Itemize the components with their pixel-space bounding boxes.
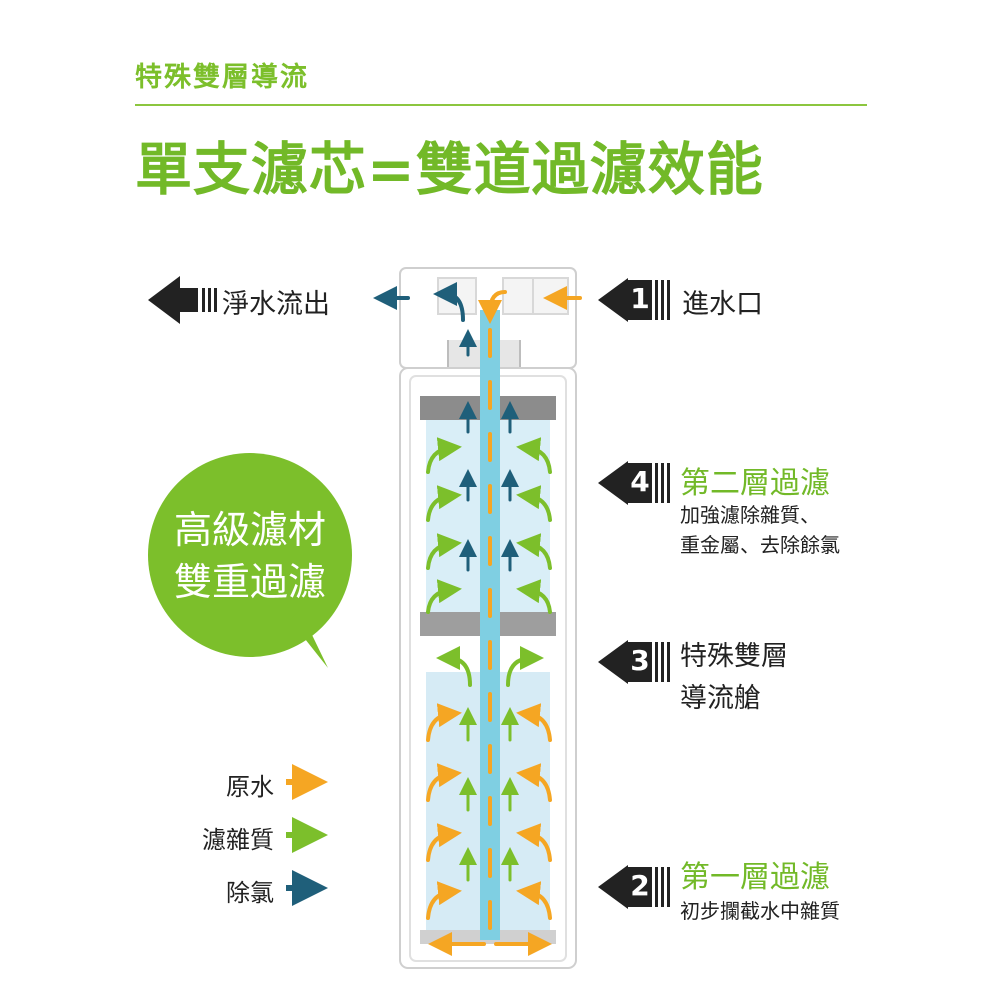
layer2-title: 第二層過濾 xyxy=(680,466,830,501)
outlet-pointer-icon xyxy=(148,276,217,324)
central-tube xyxy=(480,310,500,940)
layer1-pointer-icon xyxy=(598,865,670,909)
layer2-desc-line2: 重金屬、去除餘氯 xyxy=(680,533,840,557)
chamber-title-line2: 導流艙 xyxy=(680,683,761,714)
inlet-pointer-icon xyxy=(598,278,670,322)
chamber-title-line1: 特殊雙層 xyxy=(680,641,788,672)
layer2-pointer-icon xyxy=(598,461,670,505)
chamber-pointer-icon xyxy=(598,640,670,684)
bubble-line1: 高級濾材 xyxy=(173,508,326,552)
title-divider xyxy=(135,104,867,106)
layer1-number: 2 xyxy=(630,869,650,902)
legend-chlorine: 除氯 xyxy=(226,879,274,907)
outlet-label: 淨水流出 xyxy=(222,289,330,320)
legend-filter: 濾雜質 xyxy=(202,826,274,854)
subtitle: 特殊雙層導流 xyxy=(135,62,309,93)
chamber-number: 3 xyxy=(630,644,650,677)
layer1-desc: 初步攔截水中雜質 xyxy=(680,899,840,923)
speech-bubble-shape xyxy=(148,453,352,668)
layer2-desc-line1: 加強濾除雜質、 xyxy=(680,503,820,527)
headline: 單支濾芯=雙道過濾效能 xyxy=(135,137,764,203)
inlet-number: 1 xyxy=(630,282,650,315)
flow-arrows xyxy=(373,282,582,956)
layer2-number: 4 xyxy=(630,465,650,498)
bubble-text: 高級濾材 雙重過濾 xyxy=(140,504,360,608)
inlet-label: 進水口 xyxy=(682,289,763,320)
layer1-title: 第一層過濾 xyxy=(680,860,830,895)
legend-raw-water: 原水 xyxy=(226,773,274,801)
bubble-line2: 雙重過濾 xyxy=(173,560,326,604)
